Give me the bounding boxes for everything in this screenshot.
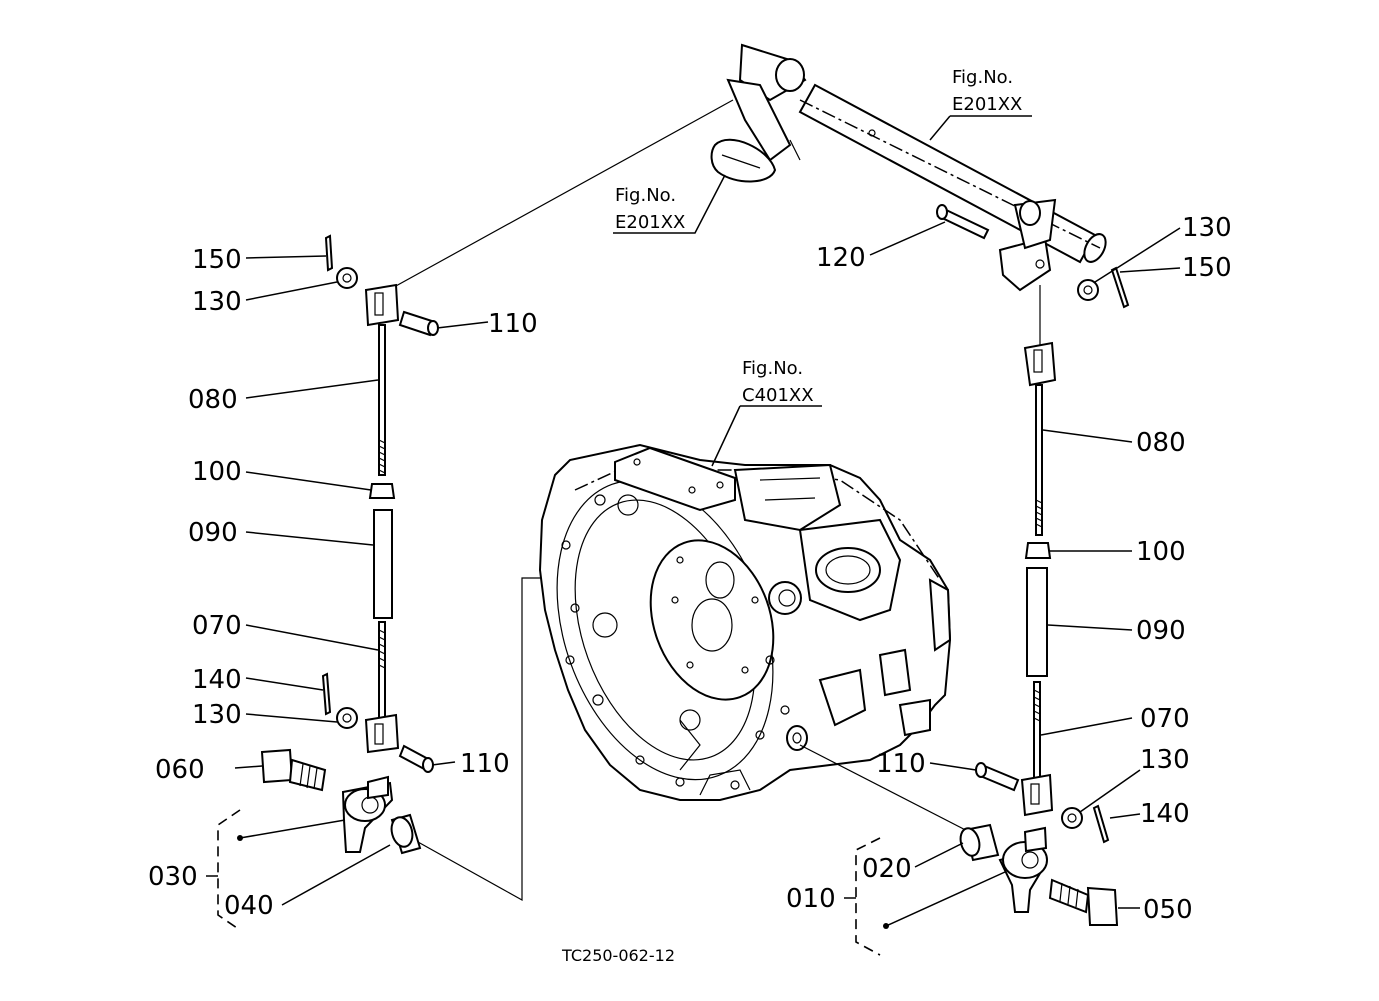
pedal-shaft-assembly [710, 43, 1107, 292]
figure-code: TC250-062-12 [561, 946, 675, 965]
transmission-housing [538, 443, 952, 801]
reference-c401-line1: Fig.No. [742, 358, 803, 379]
label-090-right: 090 [1136, 616, 1186, 646]
label-130-left-lower: 130 [192, 700, 242, 730]
leader-lines [234, 115, 1181, 927]
label-040: 040 [224, 891, 274, 921]
label-070-right: 070 [1140, 704, 1190, 734]
reference-c401: Fig.No. C401XX [742, 358, 814, 406]
label-120: 120 [816, 243, 866, 273]
reference-e201-upper: Fig.No. E201XX [952, 67, 1022, 115]
reference-e201-upper-line2: E201XX [952, 94, 1022, 115]
label-150-left: 150 [192, 245, 242, 275]
reference-e201-left-line2: E201XX [615, 212, 685, 233]
label-150-right: 150 [1182, 253, 1232, 283]
label-140-right: 140 [1140, 799, 1190, 829]
label-030: 030 [148, 862, 198, 892]
reference-e201-upper-line1: Fig.No. [952, 67, 1013, 88]
label-080-left: 080 [188, 385, 238, 415]
label-140-left: 140 [192, 665, 242, 695]
label-070-left: 070 [192, 611, 242, 641]
left-rod-assembly [260, 234, 545, 902]
label-060: 060 [155, 755, 205, 785]
label-010: 010 [786, 884, 836, 914]
reference-e201-left-line1: Fig.No. [615, 185, 676, 206]
group-bracket-030 [206, 809, 243, 931]
reference-e201-left: Fig.No. E201XX [615, 185, 685, 233]
label-020: 020 [862, 854, 912, 884]
label-110-right: 110 [876, 749, 926, 779]
label-130-left-upper: 130 [192, 287, 242, 317]
right-rod-assembly [959, 266, 1130, 926]
label-130-right-upper: 130 [1182, 213, 1232, 243]
label-130-right-lower: 130 [1140, 745, 1190, 775]
label-100-left: 100 [192, 457, 242, 487]
label-080-right: 080 [1136, 428, 1186, 458]
label-090-left: 090 [188, 518, 238, 548]
reference-c401-line2: C401XX [742, 385, 814, 406]
label-050: 050 [1143, 895, 1193, 925]
label-100-right: 100 [1136, 537, 1186, 567]
label-110-left-lower: 110 [460, 749, 510, 779]
group-bracket-010 [844, 837, 889, 956]
label-110-left-upper: 110 [488, 309, 538, 339]
